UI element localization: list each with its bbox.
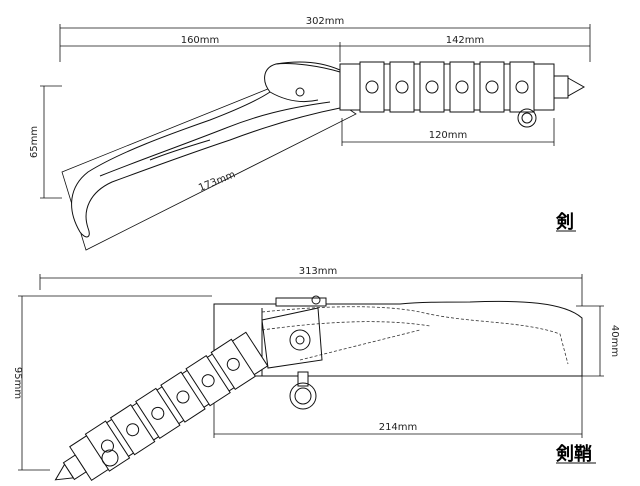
knife-handle: [339, 61, 586, 128]
sheath-length-label: 214mm: [379, 422, 418, 433]
knife-drawing: 302mm 160mm 142mm 65mm 120mm 173mm: [29, 16, 591, 251]
sheath-drawing: 313mm 95mm 40mm 214mm: [12, 266, 620, 481]
knife-label: 剣: [555, 212, 574, 233]
sheath-height-label: 95mm: [12, 367, 23, 399]
dim-overall-length: 302mm: [59, 16, 591, 62]
sheath-handle: [54, 331, 269, 481]
dim-blade-height: 65mm: [29, 85, 62, 199]
blade-edge-label: 173mm: [197, 169, 237, 194]
dim-sheath-length: 214mm: [213, 376, 583, 438]
handle-length-label: 142mm: [446, 35, 485, 46]
dim-blade-handle: 160mm 142mm: [60, 35, 590, 62]
grip-length-label: 120mm: [429, 130, 468, 141]
dim-sheath-body: 40mm: [576, 305, 620, 377]
knife-blade: [71, 61, 341, 238]
blade-length-label: 160mm: [181, 35, 220, 46]
overall-length-label: 302mm: [306, 16, 345, 27]
sheath-body: [213, 295, 583, 410]
sheath-overall-label: 313mm: [299, 266, 338, 277]
sheath-body-height-label: 40mm: [609, 325, 620, 357]
blade-height-label: 65mm: [29, 126, 40, 158]
handle-ring: [101, 449, 119, 467]
dim-sheath-overall: 313mm: [39, 266, 583, 306]
dim-sheath-height: 95mm: [12, 295, 212, 471]
dim-grip-length: 120mm: [341, 118, 555, 146]
sheath-label: 剣鞘: [555, 443, 592, 465]
